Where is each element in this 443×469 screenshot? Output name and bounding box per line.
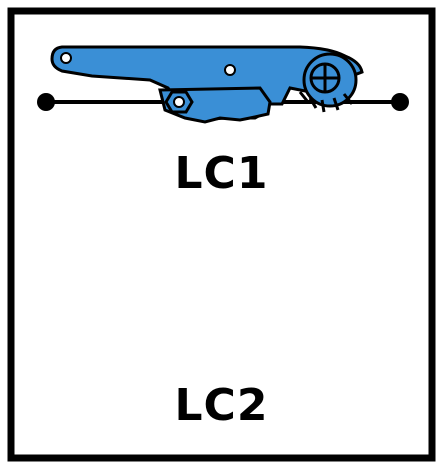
handle-hole [60,52,72,64]
label-lc2: LC2 [174,380,269,431]
ratchet-icon [50,45,364,124]
panel-lc1 [37,45,409,124]
label-lc1: LC1 [174,148,269,199]
outer-frame [7,7,436,462]
pivot-pin [224,64,236,76]
ratchet-teeth [298,91,354,113]
strap-end-left [37,93,55,111]
strap-end-right [391,93,409,111]
